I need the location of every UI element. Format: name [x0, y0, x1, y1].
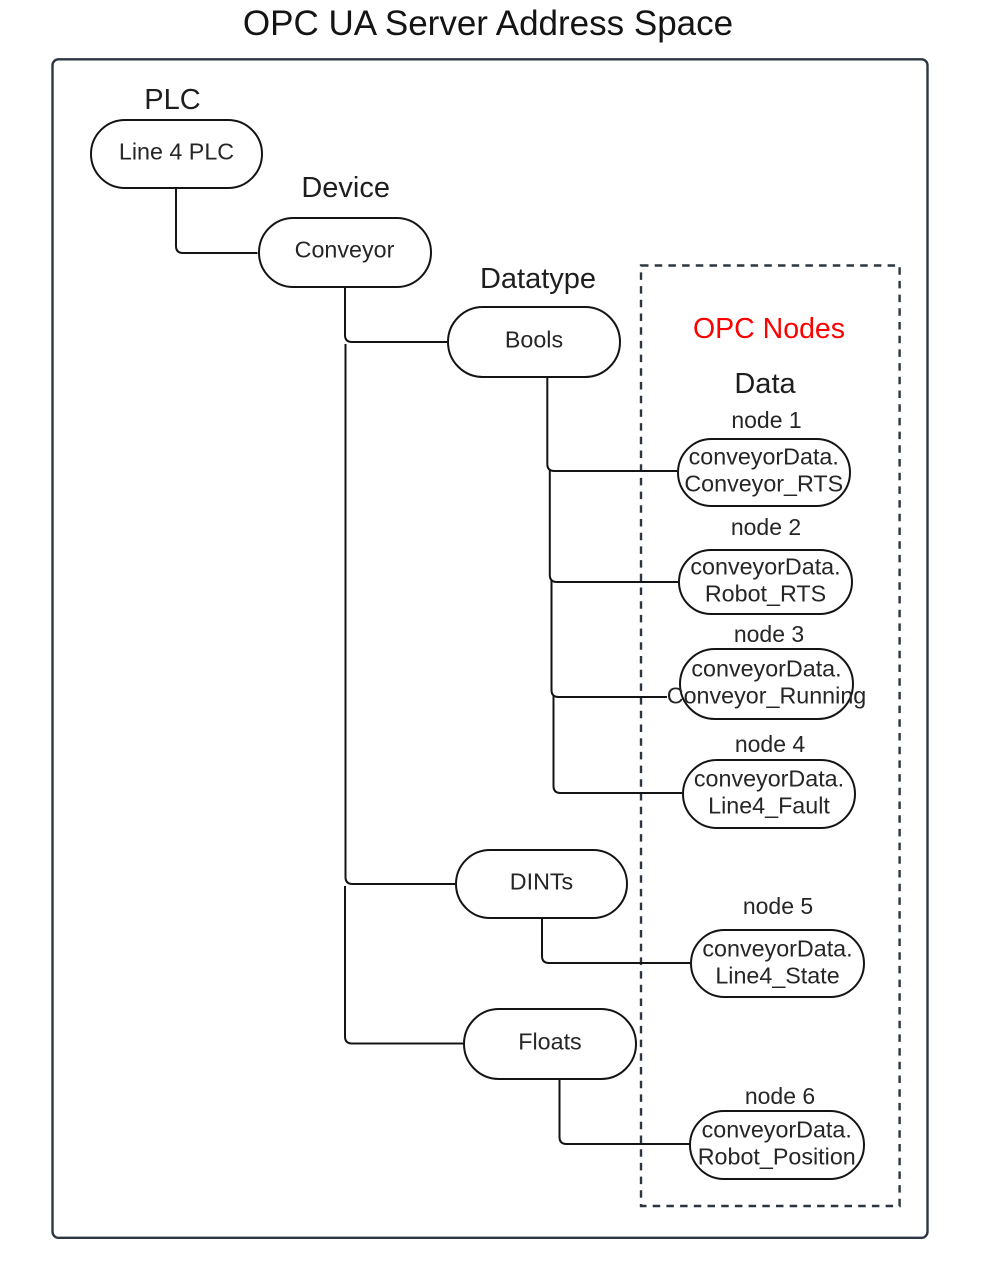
outer-container-rect: [51, 58, 929, 1239]
node5-id-label: node 5: [742, 892, 814, 919]
diagram-title: OPC UA Server Address Space: [242, 4, 734, 44]
opc-node6-pill: conveyorData.Robot_Position: [689, 1110, 865, 1180]
opc-node4-text: conveyorData.Line4_Fault: [693, 765, 845, 819]
node1-id-label: node 1: [731, 406, 802, 433]
opc-nodes-panel-subtitle: Data: [734, 367, 796, 400]
category-label-datatype: Datatype: [479, 262, 597, 295]
opc-node2-pill: conveyorData.Robot_RTS: [678, 548, 853, 615]
opc-node2-text: conveyorData.Robot_RTS: [690, 553, 841, 606]
opc-node1-pill: conveyorData.Conveyor_RTS: [677, 437, 851, 507]
node-floats: Floats: [463, 1008, 637, 1080]
node-conveyor: Conveyor: [257, 217, 432, 288]
opc-nodes-dashed-rect: [639, 264, 901, 1208]
connector-conveyor-bools: [344, 288, 447, 343]
opc-node4-pill: conveyorData.Line4_Fault: [682, 759, 856, 829]
node6-id-label: node 6: [744, 1082, 816, 1109]
node-bools: Bools: [447, 306, 621, 378]
node-bools-label: Bools: [504, 326, 564, 352]
node-dints-label: DINTs: [509, 868, 574, 894]
opc-node6-text: conveyorData.Robot_Position: [697, 1116, 856, 1170]
connector-floats-node6: [558, 1080, 689, 1145]
opc-nodes-panel-title: OPC Nodes: [692, 313, 846, 345]
node3-id-label: node 3: [733, 620, 805, 647]
opc-node5-text: conveyorData.Line4_State: [702, 935, 853, 988]
opc-node3-pill: conveyorData.Conveyor_Running: [667, 648, 866, 720]
connector-dints-node5: [541, 919, 690, 964]
connector-bools-node1: [546, 378, 677, 472]
node2-id-label: node 2: [730, 513, 802, 540]
node-dints: DINTs: [455, 849, 628, 919]
connectors: [175, 189, 690, 1145]
connector-bools-node4: [552, 695, 682, 794]
connector-bools-node3: [550, 580, 667, 698]
node4-id-label: node 4: [734, 730, 806, 757]
opc-node1-text: conveyorData.Conveyor_RTS: [684, 443, 844, 497]
node-conveyor-label: Conveyor: [294, 236, 395, 263]
category-label-device: Device: [301, 172, 391, 204]
connector-bools-node2: [548, 469, 678, 583]
node-floats-label: Floats: [518, 1028, 582, 1054]
node-line4-plc-label: Line 4 PLC: [118, 138, 235, 164]
connector-plc-conveyor: [175, 189, 258, 254]
node-line4-plc: Line 4 PLC: [90, 119, 263, 189]
connector-conveyor-dints: [344, 344, 455, 885]
opc-node3-text: conveyorData.Conveyor_Running: [666, 655, 867, 709]
category-label-plc: PLC: [144, 83, 201, 116]
opc-node5-pill: conveyorData.Line4_State: [690, 929, 865, 998]
connector-conveyor-floats: [344, 886, 463, 1045]
